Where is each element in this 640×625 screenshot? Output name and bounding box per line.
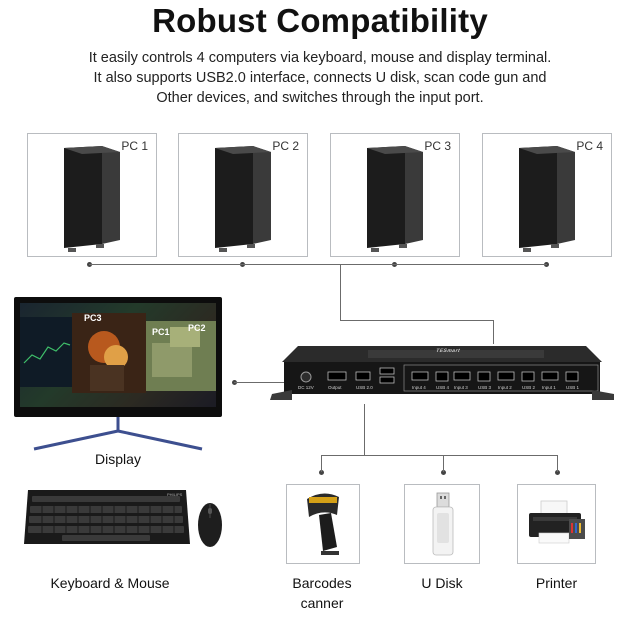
- barcode-scanner-icon: [307, 493, 339, 555]
- usb-drive-icon: [432, 492, 454, 556]
- keyboard-brand: PHILIPS: [167, 492, 183, 497]
- port-label: USB 1: [566, 385, 580, 390]
- pc-tower-icon: [519, 146, 575, 252]
- udisk-caption: U Disk: [421, 575, 463, 591]
- kvm-to-usb-line: [364, 404, 365, 456]
- kvm-switch-body: [270, 346, 614, 400]
- barcode-scanner-box: [286, 484, 360, 564]
- monitor-frame: PC3 PC1 PC2: [14, 297, 222, 417]
- usb-drop: [443, 455, 444, 472]
- headline: Robust Compatibility: [152, 2, 488, 39]
- monitor-stand: [33, 417, 203, 451]
- usb-bus-line: [321, 455, 557, 456]
- printer-icon: [529, 500, 585, 544]
- connector-dot: [441, 470, 446, 475]
- barcode-caption-line-1: Barcodes: [292, 575, 352, 591]
- port-label: USB 3: [478, 385, 492, 390]
- pc-1-label: PC 1: [121, 139, 148, 153]
- usb-drop: [557, 455, 558, 472]
- screen-label-pc1: PC1: [152, 327, 170, 337]
- screen-label-pc3: PC3: [84, 313, 102, 323]
- port-label: Input 2: [498, 385, 512, 390]
- barcode-caption-line-2: canner: [300, 595, 344, 611]
- port-label: Output: [328, 385, 342, 390]
- pc-tower-icon: [215, 146, 271, 252]
- kvm-brand-logo: TESmart: [434, 348, 462, 354]
- pc-2-box: PC 2: [178, 133, 308, 257]
- description-line-3: Other devices, and switches through the …: [156, 90, 484, 106]
- connector-dot: [319, 470, 324, 475]
- connector-dot: [555, 470, 560, 475]
- pc-bus-line: [89, 264, 547, 265]
- pc-3-label: PC 3: [424, 139, 451, 153]
- port-label: DC 12V: [298, 385, 314, 390]
- pc-4-box: PC 4: [482, 133, 612, 257]
- port-label: Input 1: [542, 385, 556, 390]
- keyboard-mouse-caption: Keyboard & Mouse: [50, 575, 170, 591]
- pc-bus-drop: [340, 264, 341, 321]
- port-label: USB 2: [522, 385, 536, 390]
- kvm-switch: DC 12V Output USB 2.0 Input 4 USB 4 Inpu…: [268, 344, 616, 406]
- port-label: USB 2.0: [356, 385, 373, 390]
- pc-4-label: PC 4: [576, 139, 603, 153]
- pc-bus-horizontal: [340, 320, 493, 321]
- mouse-icon: [198, 503, 222, 547]
- keyboard-icon: [24, 490, 190, 544]
- monitor-screen: PC3 PC1 PC2: [20, 303, 216, 407]
- display-to-kvm-line: [234, 382, 290, 383]
- pc-bus-to-kvm: [493, 320, 494, 344]
- screen-artwork: [20, 313, 216, 393]
- printer-caption: Printer: [535, 575, 578, 591]
- description-line-1: It easily controls 4 computers via keybo…: [88, 50, 552, 66]
- udisk-box: [404, 484, 480, 564]
- description: It easily controls 4 computers via keybo…: [14, 48, 626, 108]
- pc-1-box: PC 1: [27, 133, 157, 257]
- description-line-2: It also supports USB2.0 interface, conne…: [93, 70, 547, 86]
- usb-drop: [321, 455, 322, 472]
- monitor: PC3 PC1 PC2: [14, 297, 222, 457]
- display-caption: Display: [95, 451, 141, 467]
- printer-box: [517, 484, 596, 564]
- pc-tower-icon: [367, 146, 423, 252]
- port-label: USB 4: [436, 385, 450, 390]
- port-label: Input 3: [454, 385, 468, 390]
- pc-2-label: PC 2: [272, 139, 299, 153]
- pc-tower-icon: [64, 146, 120, 252]
- screen-label-pc2: PC2: [188, 323, 206, 333]
- port-label: Input 4: [412, 385, 426, 390]
- pc-3-box: PC 3: [330, 133, 460, 257]
